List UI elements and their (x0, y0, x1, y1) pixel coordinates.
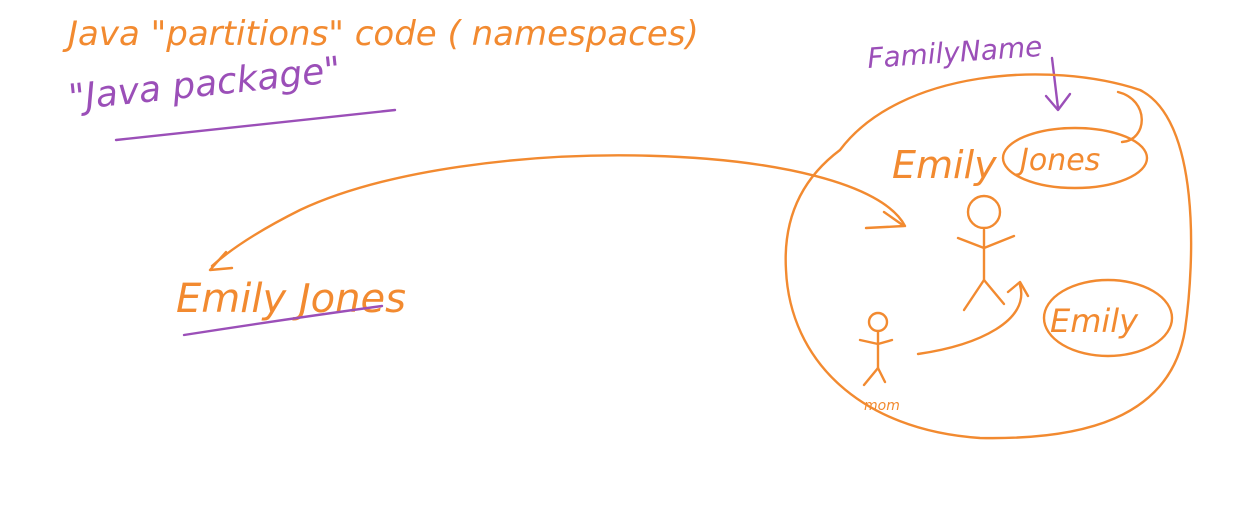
title-line-1: Java "partitions" code ( namespaces) (62, 14, 699, 54)
parent-arrowhead (1006, 280, 1030, 298)
small-figure-label: mom (864, 398, 900, 414)
family-name-arrow (1050, 56, 1060, 110)
stick-figure-small-icon (858, 311, 894, 387)
reference-arc-arrow (210, 154, 907, 268)
circle-loop (1116, 90, 1143, 144)
full-name-label: Emily Jones (176, 276, 406, 322)
parent-arrow (916, 283, 1023, 356)
family-name-arrowhead (1044, 92, 1072, 112)
title-underline (114, 108, 397, 142)
reference-arrowhead-right (864, 210, 906, 230)
family-name-label: FamilyName (866, 30, 1043, 75)
jones-ellipse (1001, 126, 1149, 190)
first-name-large-label: Emily (892, 143, 997, 187)
first-name-small-label: Emily (1050, 302, 1139, 340)
last-name-label: Jones (1015, 143, 1100, 178)
stick-figure-large-icon (956, 194, 1016, 312)
title-line-2: "Java package" (67, 50, 343, 119)
emily-ellipse (1042, 278, 1174, 358)
reference-arrowhead-left (208, 250, 234, 272)
full-name-underline (182, 304, 384, 337)
namespace-circle (784, 73, 1193, 440)
